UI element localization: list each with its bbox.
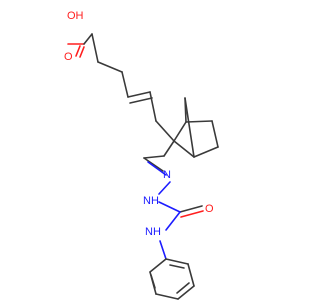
norbornane-ring: [163, 97, 219, 158]
bond-ring-ch: [143, 155, 165, 159]
carboxylic-acid-group: OH O: [64, 10, 93, 63]
chain-bond-3: [121, 71, 129, 98]
chain-double-bond-a: [127, 91, 151, 98]
phenyl-bond-3: [177, 285, 195, 300]
carbonyl-oxygen-label: O: [205, 203, 214, 215]
bond-nh-phenyl: [159, 240, 167, 260]
chain-bond-6: [155, 120, 175, 142]
ring-bond-c3-substituent: [163, 140, 175, 157]
chain-bond-5: [149, 91, 157, 122]
alkenyl-chain: [91, 33, 175, 142]
ring-bridge-bond-b: [184, 97, 195, 158]
ring-bond-c6-c5: [211, 120, 219, 148]
phenyl-ring: [149, 240, 195, 300]
bond-carbonyl-o-a: [179, 205, 203, 213]
molecule-structure: OH O N NH O NH: [64, 10, 219, 300]
ring-bond-c5-c4: [193, 146, 219, 158]
ring-bond-c4-c3: [173, 140, 195, 158]
ring-bond-c2-c1: [173, 121, 187, 142]
phenyl-inner-double-1: [169, 264, 185, 269]
amide-nh-label: NH: [145, 226, 161, 238]
imine-nitrogen-label: N: [163, 169, 171, 181]
phenyl-inner-double-2: [176, 282, 190, 294]
bond-ch-n-double-a: [143, 157, 164, 172]
hydrazine-nh-label: NH: [143, 195, 159, 207]
chain-bond-2: [97, 61, 123, 73]
bond-cooh-chain: [83, 33, 93, 45]
phenyl-bond-2: [187, 263, 195, 287]
bond-c-o-double-a: [75, 45, 81, 57]
acid-hydroxyl-label: OH: [67, 10, 84, 22]
chain-bond-1: [91, 33, 99, 63]
phenyl-bond-1: [165, 258, 189, 265]
bond-carbonyl-nh: [165, 211, 181, 231]
bond-nh-carbonyl: [158, 201, 181, 213]
bond-n-nh: [158, 181, 171, 195]
ring-bond-c1-c6: [185, 120, 213, 123]
phenyl-bond-6: [149, 258, 167, 273]
chain-double-bond-b: [129, 97, 153, 104]
acid-carbonyl-oxygen-label: O: [64, 51, 73, 63]
phenyl-bond-4: [155, 293, 179, 300]
bond-c-o-double-b: [79, 46, 85, 58]
phenyl-inner-double-3: [150, 274, 156, 289]
bond-carbonyl-o-b: [180, 210, 204, 218]
bond-ch-n-double-b: [147, 161, 167, 176]
semicarbazone-group: N NH O NH: [143, 155, 214, 238]
